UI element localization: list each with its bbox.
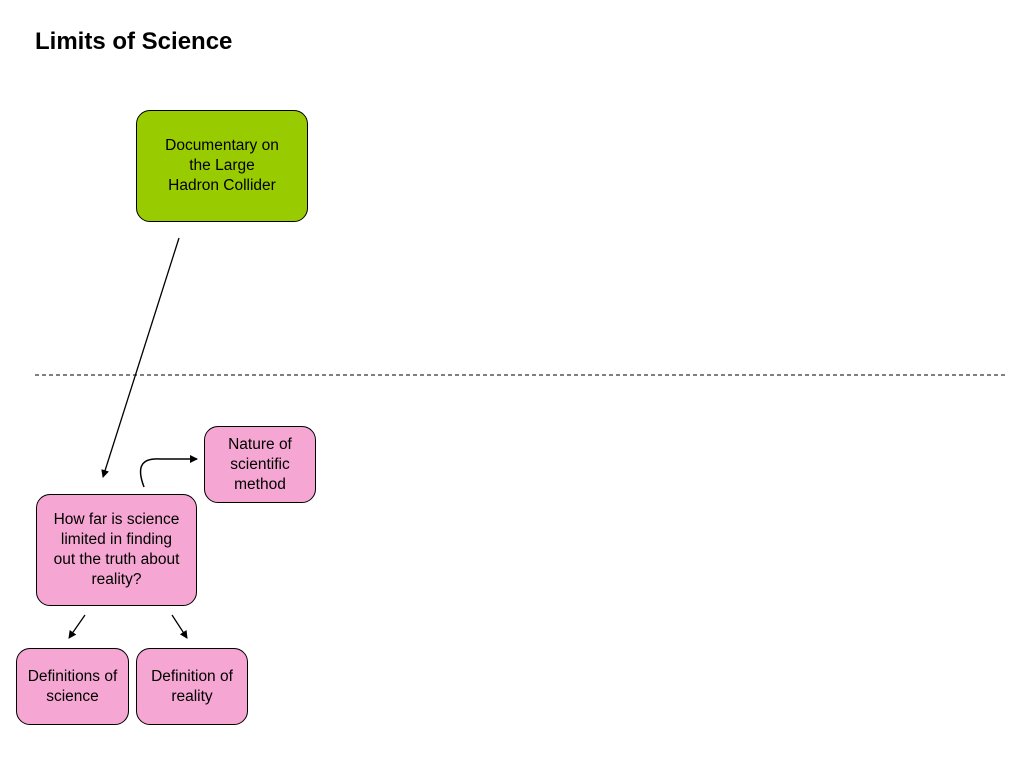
node-nature-of-scientific-method: Nature of scientific method <box>204 426 316 503</box>
node-lhc-documentary: Documentary on the Large Hadron Collider <box>136 110 308 222</box>
node-label: Definition of reality <box>151 667 233 705</box>
arrow-question-to-nature <box>139 455 198 488</box>
arrow-lhc-to-question <box>101 237 180 478</box>
page-title: Limits of Science <box>35 28 233 55</box>
arrow-question-to-definitions-of-science <box>68 614 86 639</box>
node-label: How far is science limited in finding ou… <box>53 511 180 588</box>
node-label: Definitions of science <box>27 667 118 705</box>
node-definitions-of-science: Definitions of science <box>16 648 129 725</box>
node-central-question: How far is science limited in finding ou… <box>36 494 197 606</box>
node-definition-of-reality: Definition of reality <box>136 648 248 725</box>
arrow-question-to-definition-of-reality <box>171 614 188 639</box>
node-label: Nature of scientific method <box>228 435 292 493</box>
node-label: Documentary on the Large Hadron Collider <box>165 137 279 194</box>
